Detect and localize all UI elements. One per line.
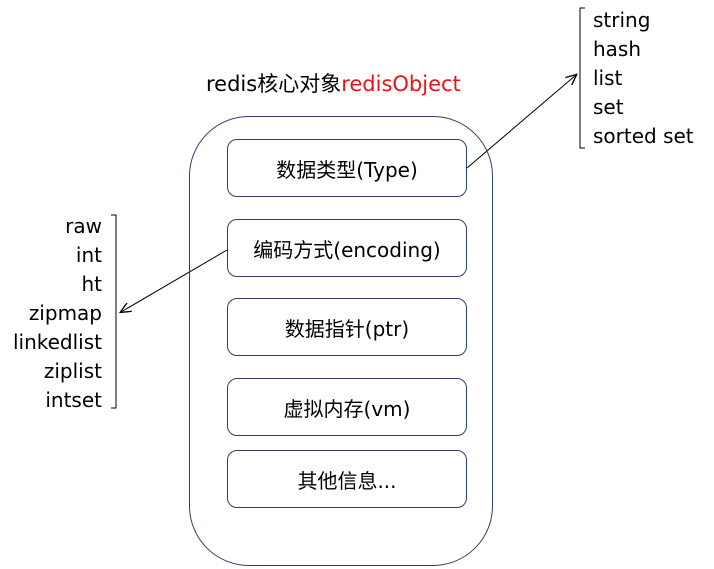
title-prefix: redis核心对象 (206, 72, 342, 96)
encoding-arrow (121, 249, 228, 312)
field-vm: 虚拟内存(vm) (227, 378, 467, 436)
encoding-value: intset (45, 388, 102, 412)
encoding-value: linkedlist (12, 330, 102, 354)
diagram-title: redis核心对象redisObject (206, 71, 461, 97)
redis-object-container (189, 116, 493, 566)
type-value: hash (593, 37, 642, 61)
type-value: set (593, 95, 624, 119)
field-type: 数据类型(Type) (227, 139, 467, 197)
type-value: list (593, 66, 623, 90)
field-other-info: 其他信息... (227, 450, 467, 508)
encoding-values-bracket (111, 214, 117, 409)
field-ptr: 数据指针(ptr) (227, 298, 467, 356)
encoding-value: zipmap (28, 301, 102, 325)
type-values-bracket (579, 7, 585, 149)
encoding-value: ht (81, 272, 102, 296)
type-value: string (593, 8, 651, 32)
encoding-value: int (75, 243, 102, 267)
title-highlight: redisObject (341, 72, 461, 96)
encoding-values-list: raw int ht zipmap linkedlist ziplist int… (0, 212, 102, 415)
type-values-list: string hash list set sorted set (593, 6, 694, 151)
encoding-value: ziplist (43, 359, 102, 383)
type-value: sorted set (593, 124, 694, 148)
encoding-value: raw (65, 214, 102, 238)
field-encoding: 编码方式(encoding) (227, 219, 467, 277)
